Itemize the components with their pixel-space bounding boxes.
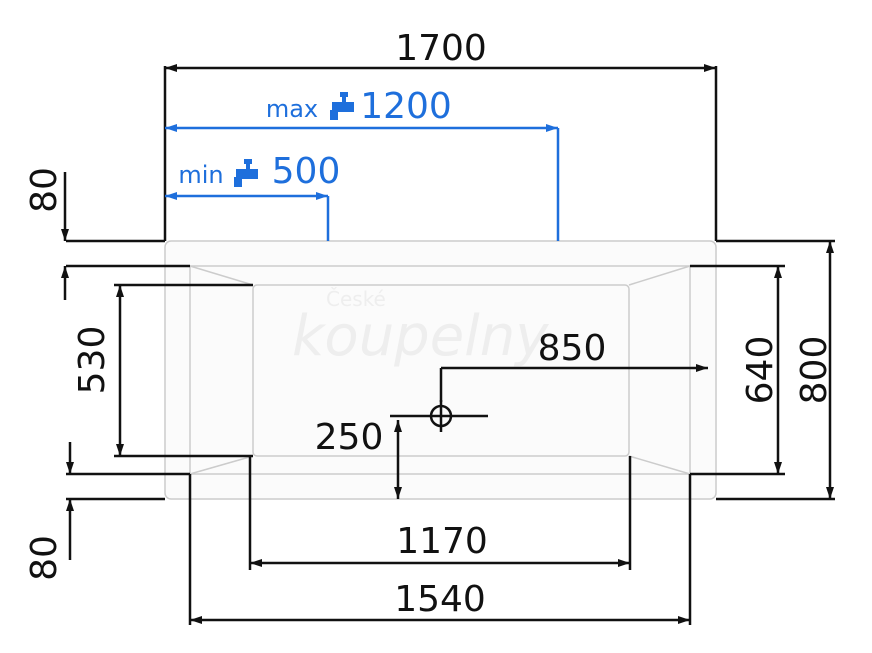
tub-corner-line <box>628 265 691 286</box>
label-rim-bottom: 80 <box>24 535 65 581</box>
faucet-icon <box>330 92 354 120</box>
label-max: max <box>266 95 318 123</box>
label-drain-from-side: 250 <box>315 417 384 458</box>
label-bottom-length: 1170 <box>396 521 488 562</box>
label-max-faucet: 1200 <box>360 86 452 127</box>
tub-inner-edge <box>189 265 691 475</box>
dimension-lines <box>61 64 834 624</box>
tub-bottom <box>252 284 630 457</box>
drain-icon <box>390 400 488 432</box>
faucet-dimensions <box>165 124 560 241</box>
label-inner-length: 1540 <box>394 579 486 620</box>
tub-corner-line <box>189 455 254 475</box>
tub-corner-line <box>628 455 691 475</box>
extension-lines <box>66 66 835 625</box>
label-drain-from-end: 850 <box>538 328 607 369</box>
label-min-faucet: 500 <box>272 151 341 192</box>
label-rim-top: 80 <box>24 167 65 213</box>
label-inner-bottom-width: 530 <box>72 326 113 395</box>
tub-corner-line <box>189 265 254 286</box>
faucet-icon <box>234 159 258 187</box>
label-min: min <box>178 161 223 189</box>
label-overall-length: 1700 <box>395 28 487 69</box>
label-inner-width: 640 <box>740 336 781 405</box>
label-overall-width: 800 <box>794 336 835 405</box>
